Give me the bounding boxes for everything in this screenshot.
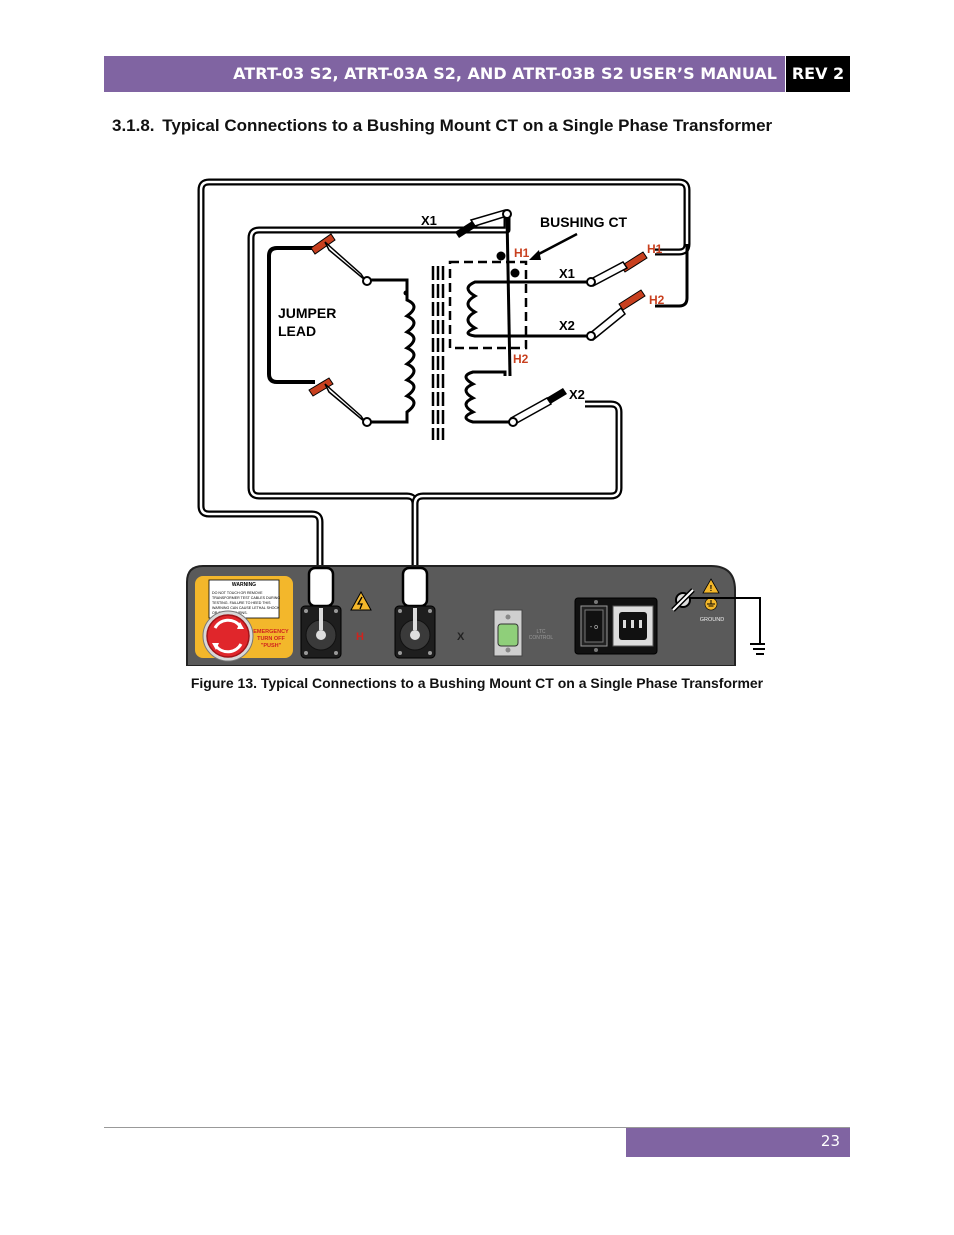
warning-title: WARNING — [232, 582, 256, 588]
h2-lead — [655, 244, 689, 308]
emergency-stop-button[interactable] — [202, 610, 254, 662]
ltc-control-connector[interactable] — [493, 609, 523, 657]
secondary-winding — [464, 370, 507, 424]
header-bar: ATRT-03 S2, ATRT-03A S2, AND ATRT-03B S2… — [104, 56, 785, 92]
x-terminal-label: X — [457, 631, 465, 643]
warning-line-3: TESTING. FAILURE TO HEED THIS — [212, 601, 271, 605]
section-heading: 3.1.8. Typical Connections to a Bushing … — [112, 116, 772, 136]
warning-line-4: WARNING CAN CAUSE LETHAL SHOCK — [212, 606, 280, 610]
footer-page-box: 23 — [626, 1128, 850, 1157]
label-jumper: JUMPER — [278, 305, 336, 321]
ground-terminal[interactable] — [671, 588, 695, 612]
polarity-dot-h1 — [496, 251, 506, 261]
svg-text:- o: - o — [590, 624, 598, 631]
warning-line-2: TRANSFORMER TEST CABLES DURING — [212, 596, 280, 600]
label-h2-right: H2 — [649, 293, 665, 307]
emergency-label-3: "PUSH" — [261, 643, 282, 649]
warning-triangle-icon: ! — [702, 578, 720, 594]
label-lead: LEAD — [278, 323, 316, 339]
label-x1-mid: X1 — [559, 266, 575, 281]
page-number: 23 — [820, 1132, 840, 1150]
clamp-x1-top — [455, 209, 512, 238]
emergency-label-1: EMERGENCY — [253, 629, 289, 635]
manual-title: ATRT-03 S2, ATRT-03A S2, AND ATRT-03B S2… — [233, 64, 777, 83]
primary-winding — [367, 278, 416, 424]
clamp-jumper-bottom — [308, 377, 372, 427]
label-h1-left: H1 — [514, 246, 530, 260]
high-voltage-icon — [350, 590, 372, 611]
clamp-jumper-top — [310, 233, 372, 286]
footer-divider — [104, 1127, 850, 1128]
ground-label: GROUND — [700, 617, 724, 623]
label-h2-bottom: H2 — [513, 352, 529, 366]
clamp-h1-right — [586, 251, 648, 287]
revision-badge: REV 2 — [786, 56, 850, 92]
section-number: 3.1.8. — [112, 116, 155, 135]
bushing-ct-winding — [466, 280, 595, 338]
transformer-core — [431, 266, 445, 440]
ground-symbol-icon — [704, 597, 718, 611]
warning-line-1: DO NOT TOUCH OR REMOVE — [212, 591, 263, 595]
clamp-h2-right — [586, 289, 646, 342]
svg-text:!: ! — [710, 584, 713, 593]
emergency-label-2: TURN OFF — [257, 636, 285, 642]
label-x1-top: X1 — [421, 213, 437, 228]
polarity-dot-primary — [403, 290, 409, 296]
label-bushing-ct: BUSHING CT — [540, 214, 628, 230]
clamp-x2-bottom — [508, 388, 567, 427]
x-terminal-connector[interactable] — [394, 566, 436, 659]
h-terminal-label: H — [356, 631, 364, 643]
instrument-panel: WARNING DO NOT TOUCH OR REMOVE TRANSFORM… — [186, 565, 736, 666]
connection-diagram: X1 BUSHING CT H1 H1 H2 X1 X2 H2 X2 JUMPE… — [186, 178, 765, 666]
jumper-lead — [267, 246, 315, 384]
polarity-dot-x1 — [510, 268, 520, 278]
ltc-label-2: CONTROL — [529, 635, 554, 641]
section-title: Typical Connections to a Bushing Mount C… — [162, 116, 773, 135]
label-x2-mid: X2 — [559, 318, 575, 333]
label-x2-bottom: X2 — [569, 387, 585, 402]
earth-ground-icon — [750, 643, 765, 655]
power-entry-module[interactable]: - o — [574, 597, 658, 655]
ltc-label-1: LTC — [536, 629, 545, 635]
bushing-ct-box — [448, 260, 528, 350]
h-terminal-connector[interactable] — [300, 566, 342, 659]
ground-wire — [689, 597, 761, 644]
x2-cable-inner — [413, 402, 621, 505]
figure-caption: Figure 13. Typical Connections to a Bush… — [190, 675, 764, 691]
label-h1-right: H1 — [647, 242, 663, 256]
